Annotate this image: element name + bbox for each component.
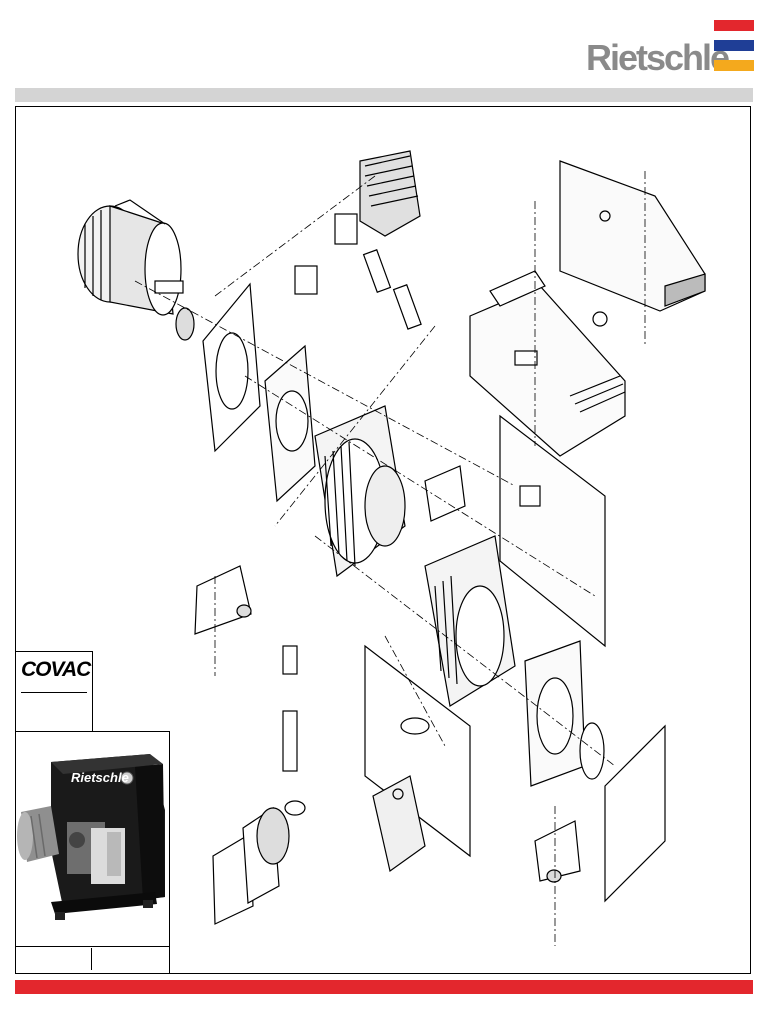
product-photo [17, 754, 165, 920]
series-logo-box: COVAC [15, 651, 93, 731]
product-photo-box: Rietschle [15, 731, 170, 974]
flag-stripe-yellow [714, 60, 754, 71]
motor-illustration [77, 199, 184, 316]
rotor-housing-lower [424, 535, 516, 707]
series-logo: COVAC [21, 658, 91, 681]
hood-cover [559, 160, 706, 327]
series-logo-underline [21, 692, 87, 693]
exploded-parts-drawing [77, 150, 706, 946]
drawing-frame [15, 106, 751, 974]
photo-footer-rule [15, 946, 169, 947]
brand-logo: Rietschle [586, 18, 754, 78]
rotor-housing-upper [314, 405, 406, 578]
pump-brand-label: Rietschle [71, 770, 129, 785]
flag-stripe-red [714, 20, 754, 31]
brand-name: Rietschle [586, 37, 730, 78]
footer-band [15, 980, 753, 994]
photo-footer-divider [91, 948, 92, 970]
header-band [15, 88, 753, 102]
flag-stripe-blue [714, 40, 754, 51]
